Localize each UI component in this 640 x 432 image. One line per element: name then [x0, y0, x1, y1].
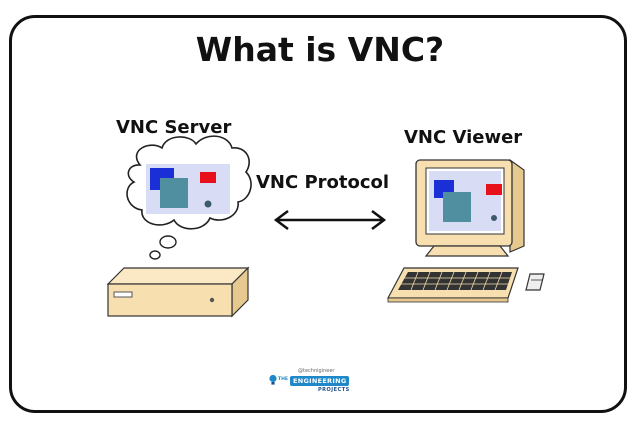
protocol-label: VNC Protocol — [256, 172, 390, 193]
bubble-dot-large — [159, 235, 177, 249]
viewer-cursor-icon — [491, 215, 497, 221]
logo-prefix: THE — [278, 377, 288, 382]
keyboard-icon — [387, 267, 519, 303]
logo-top-text: @technigineer — [298, 368, 335, 374]
mouse-icon — [525, 273, 545, 291]
server-window-red — [200, 172, 216, 183]
viewer-monitor-icon — [415, 158, 525, 257]
bubble-dot-small — [149, 250, 161, 260]
server-cursor-icon — [204, 200, 212, 208]
logo-suffix: PROJECTS — [318, 387, 350, 393]
logo-name: ENGINEERING — [290, 376, 350, 386]
page-title: What is VNC? — [195, 30, 445, 69]
server-box-icon — [106, 266, 250, 318]
server-thought-bubble — [126, 135, 252, 260]
engineering-projects-logo: @technigineer THE ENGINEERING PROJECTS — [268, 368, 378, 396]
viewer-window-red — [486, 184, 502, 195]
protocol-arrow — [273, 210, 387, 230]
viewer-window-teal — [443, 192, 471, 222]
server-window-teal — [160, 178, 188, 208]
lightbulb-icon — [269, 374, 277, 385]
viewer-label: VNC Viewer — [404, 127, 523, 148]
server-label: VNC Server — [116, 117, 232, 138]
